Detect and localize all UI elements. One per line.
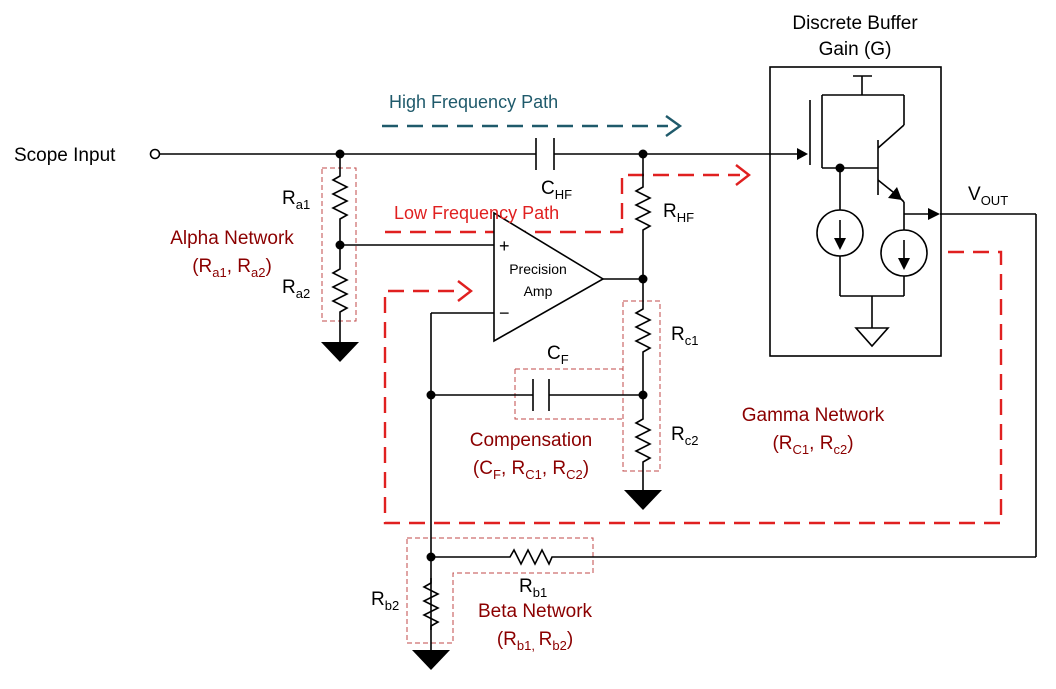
alpha-network-box — [321, 167, 357, 322]
gamma-network-box — [622, 300, 661, 472]
capacitor-chf — [535, 138, 555, 170]
resistor-rb2 — [422, 578, 440, 630]
low-frequency-path-label: Low Frequency Path — [394, 203, 559, 223]
capacitor-cf — [532, 379, 550, 411]
noninverting-input-sign: + — [499, 236, 510, 256]
discrete-buffer-block — [769, 66, 942, 357]
precision-amp-label-line2: Amp — [524, 283, 553, 299]
ground-symbols — [321, 340, 662, 670]
beta-network-box — [406, 537, 594, 644]
compensation-members: (CF, RC1, RC2) — [473, 458, 589, 482]
resistor-ra1 — [331, 172, 349, 226]
high-frequency-path-arrow — [382, 115, 683, 137]
buffer-title-line2: Gain (G) — [819, 39, 892, 60]
beta-network-members: (Rb1, Rb2) — [497, 629, 573, 653]
compensation-box — [514, 368, 623, 420]
label-rc2: Rc2 — [671, 424, 698, 448]
inverting-input-sign: − — [499, 303, 510, 323]
label-cf: CF — [547, 343, 569, 367]
alpha-network-members: (Ra1, Ra2) — [192, 256, 272, 280]
resistor-rc2 — [634, 414, 652, 466]
low-frequency-path-arrow — [385, 164, 751, 234]
alpha-network-title: Alpha Network — [170, 228, 294, 249]
label-rc1: Rc1 — [671, 324, 698, 348]
gamma-network-members: (RC1, Rc2) — [772, 433, 853, 457]
gamma-network-title: Gamma Network — [742, 405, 885, 426]
resistor-ra2 — [331, 265, 349, 317]
high-frequency-path-label: High Frequency Path — [389, 92, 558, 112]
precision-amp — [493, 211, 605, 343]
resistor-rhf — [634, 182, 652, 234]
label-rb2: Rb2 — [371, 589, 399, 613]
label-rhf: RHF — [663, 201, 694, 225]
resistor-rb1 — [505, 548, 555, 566]
label-ra2: Ra2 — [282, 277, 310, 301]
beta-network-title: Beta Network — [478, 601, 593, 622]
label-rb1: Rb1 — [519, 576, 547, 600]
buffer-title-line1: Discrete Buffer — [792, 13, 918, 34]
label-vout: VOUT — [968, 184, 1008, 208]
label-chf: CHF — [541, 178, 572, 202]
resistor-rc1 — [634, 304, 652, 356]
junction-dots — [335, 149, 845, 562]
scope-input-label: Scope Input — [14, 145, 116, 166]
feedback-path-arrow — [383, 250, 1003, 525]
wiring — [149, 148, 1037, 650]
precision-amp-label-line1: Precision — [509, 261, 567, 277]
compensation-title: Compensation — [470, 430, 593, 451]
label-ra1: Ra1 — [282, 188, 310, 212]
